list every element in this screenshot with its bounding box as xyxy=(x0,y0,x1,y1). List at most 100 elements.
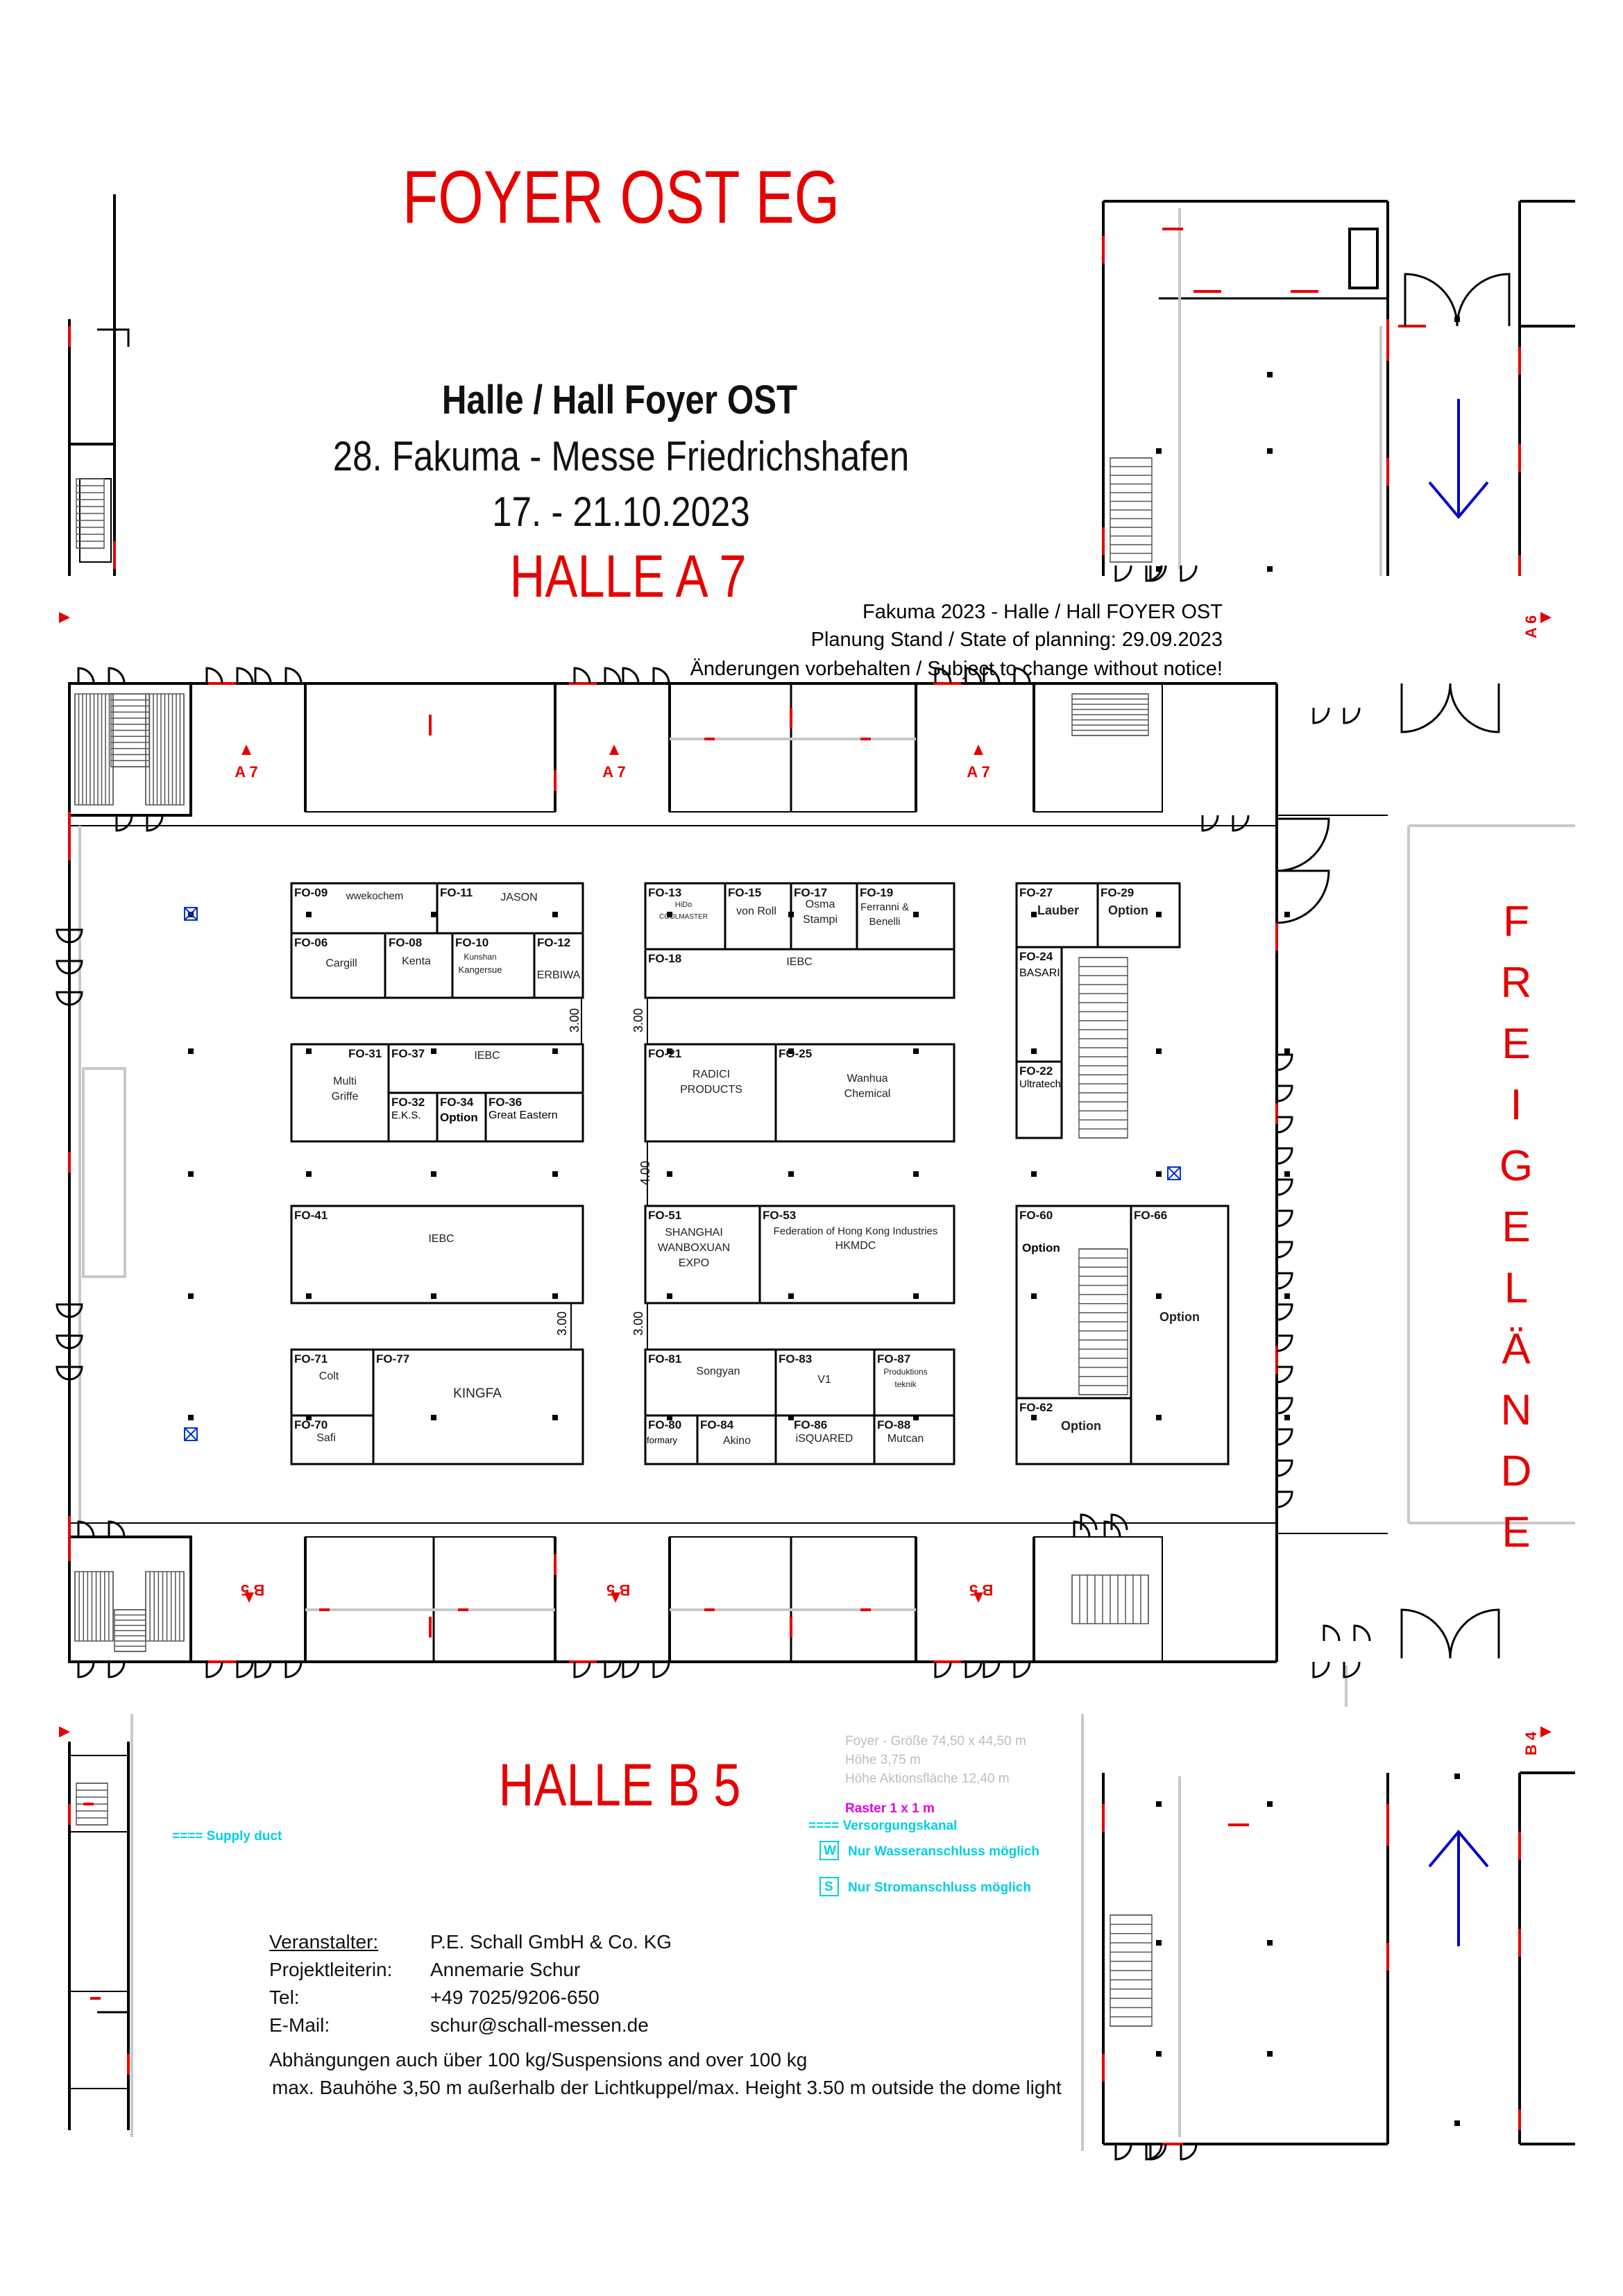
door-swing xyxy=(56,991,70,1006)
freigelaende-letter: D xyxy=(1500,1447,1532,1496)
stand-fo66[interactable]: FO-66 xyxy=(1134,1209,1168,1222)
stand-fo88[interactable]: FO-88 xyxy=(877,1418,911,1431)
email-label: E-Mail: xyxy=(269,2014,330,2036)
planning-state: Planung Stand / State of planning: 29.09… xyxy=(810,629,1223,651)
stand-fo29-name: Option xyxy=(1108,903,1148,917)
stand-fo87-name2: teknik xyxy=(894,1379,917,1389)
door-swing xyxy=(1456,273,1511,327)
door-swing xyxy=(56,960,70,975)
stand-fo87[interactable]: FO-87 xyxy=(877,1352,911,1366)
stand-fo84[interactable]: FO-84 xyxy=(700,1418,734,1431)
door-swing xyxy=(1449,1608,1500,1659)
stand-fo08-name: Kenta xyxy=(402,955,431,967)
column-dot xyxy=(552,1415,558,1420)
stand-fo22[interactable]: FO-22 xyxy=(1019,1064,1053,1078)
dimension-300-1: 3.00 xyxy=(568,1007,581,1032)
column-dot xyxy=(667,1293,672,1299)
manager-label: Projektleiterin: xyxy=(269,1959,393,1980)
stand-fo15[interactable]: FO-15 xyxy=(728,886,762,899)
stand-fo18[interactable]: FO-18 xyxy=(648,952,682,965)
column-dot xyxy=(1267,372,1273,377)
door-swing xyxy=(1276,1147,1293,1165)
column-dot xyxy=(1031,1415,1037,1420)
stand-fo81[interactable]: FO-81 xyxy=(648,1352,682,1366)
stand-fo83[interactable]: FO-83 xyxy=(779,1352,813,1366)
stand-fo51[interactable]: FO-51 xyxy=(648,1209,682,1222)
door-swing xyxy=(1276,1116,1293,1134)
door-swing xyxy=(77,667,95,684)
stand-fo80-name: formary xyxy=(647,1435,678,1445)
power-icon: S xyxy=(824,1880,833,1894)
door-swing xyxy=(1276,1241,1293,1259)
stand-fo09[interactable]: FO-09 xyxy=(294,886,328,899)
door-swing xyxy=(1114,2143,1132,2161)
stand-fo06[interactable]: FO-06 xyxy=(294,936,328,949)
stand-fo17-name1: Osma xyxy=(805,899,835,910)
stand-fo71[interactable]: FO-71 xyxy=(294,1352,328,1366)
door-swing xyxy=(1312,707,1330,724)
stand-fo53[interactable]: FO-53 xyxy=(763,1209,797,1222)
stand-fo27[interactable]: FO-27 xyxy=(1019,886,1053,899)
stand-fo87-name1: Produktions xyxy=(883,1367,928,1377)
stand-fo80[interactable]: FO-80 xyxy=(648,1418,682,1431)
door-swing xyxy=(108,1661,126,1678)
stand-fo10-name2: Kangersue xyxy=(458,964,502,975)
structural-grey-lines xyxy=(78,208,1575,2151)
stand-fo41-name: IEBC xyxy=(428,1233,454,1245)
stand-fo32[interactable]: FO-32 xyxy=(391,1096,425,1109)
stand-fo86[interactable]: FO-86 xyxy=(794,1418,828,1431)
door-swing xyxy=(1343,707,1361,724)
column-dot xyxy=(913,912,919,917)
column-dot xyxy=(1031,1048,1037,1054)
column-dot xyxy=(667,1048,672,1054)
door-swing xyxy=(1400,1608,1452,1659)
stand-fo12[interactable]: FO-12 xyxy=(537,936,571,949)
stand-fo19-name2: Benelli xyxy=(869,916,901,928)
stand-fo17-name2: Stampi xyxy=(803,914,838,926)
stand-fo13[interactable]: FO-13 xyxy=(648,886,682,899)
stand-fo31[interactable]: FO-31 xyxy=(348,1047,382,1060)
stand-fo29[interactable]: FO-29 xyxy=(1101,886,1135,899)
door-swing xyxy=(1323,1624,1341,1642)
stand-fo70[interactable]: FO-70 xyxy=(294,1418,328,1431)
stand-fo21[interactable]: FO-21 xyxy=(648,1047,682,1060)
stand-fo24[interactable]: FO-24 xyxy=(1019,950,1053,963)
stand-fo77[interactable]: FO-77 xyxy=(376,1352,410,1366)
stand-fo34[interactable]: FO-34 xyxy=(440,1096,474,1109)
column-dot xyxy=(1267,1801,1273,1807)
stand-fo27-name: Lauber xyxy=(1037,903,1080,917)
stand-fo60[interactable]: FO-60 xyxy=(1019,1209,1053,1222)
legend-supply-en: ==== Supply duct xyxy=(172,1829,282,1844)
stand-fo37[interactable]: FO-37 xyxy=(391,1047,425,1060)
freigelaende-letter: E xyxy=(1502,1203,1531,1252)
stair-outline xyxy=(1071,1574,1149,1624)
stand-fo31-name2: Griffe xyxy=(331,1091,359,1103)
stair-outline xyxy=(114,1609,146,1652)
stair-outline xyxy=(1071,693,1149,736)
stand-fo36[interactable]: FO-36 xyxy=(488,1096,522,1109)
column-dot xyxy=(1267,448,1273,454)
stand-fo08[interactable]: FO-08 xyxy=(389,936,423,949)
stand-fo62[interactable]: FO-62 xyxy=(1019,1401,1053,1414)
freigelaende-letter: Ä xyxy=(1502,1325,1531,1374)
door-swing xyxy=(236,667,254,684)
stand-fo19[interactable]: FO-19 xyxy=(860,886,894,899)
stand-fo10[interactable]: FO-10 xyxy=(455,936,489,949)
door-swing xyxy=(69,991,83,1006)
stand-fo88-name: Mutcan xyxy=(887,1433,924,1445)
column-dot xyxy=(1284,1048,1290,1054)
column-dot xyxy=(1156,1415,1162,1420)
stand-fo17[interactable]: FO-17 xyxy=(794,886,828,899)
column-dot xyxy=(306,912,312,917)
stand-fo41[interactable]: FO-41 xyxy=(294,1209,328,1222)
door-swing xyxy=(115,815,133,832)
stand-fo25[interactable]: FO-25 xyxy=(779,1047,813,1060)
legend-water: Nur Wasseranschluss möglich xyxy=(848,1844,1039,1859)
door-swing xyxy=(983,667,1001,684)
hall-marker-b5-1: B 5 xyxy=(241,1581,265,1599)
door-swing xyxy=(604,667,622,684)
stand-fo11[interactable]: FO-11 xyxy=(440,886,473,899)
email-value[interactable]: schur@schall-messen.de xyxy=(430,2014,649,2036)
tel-value[interactable]: +49 7025/9206-650 xyxy=(430,1987,600,2008)
